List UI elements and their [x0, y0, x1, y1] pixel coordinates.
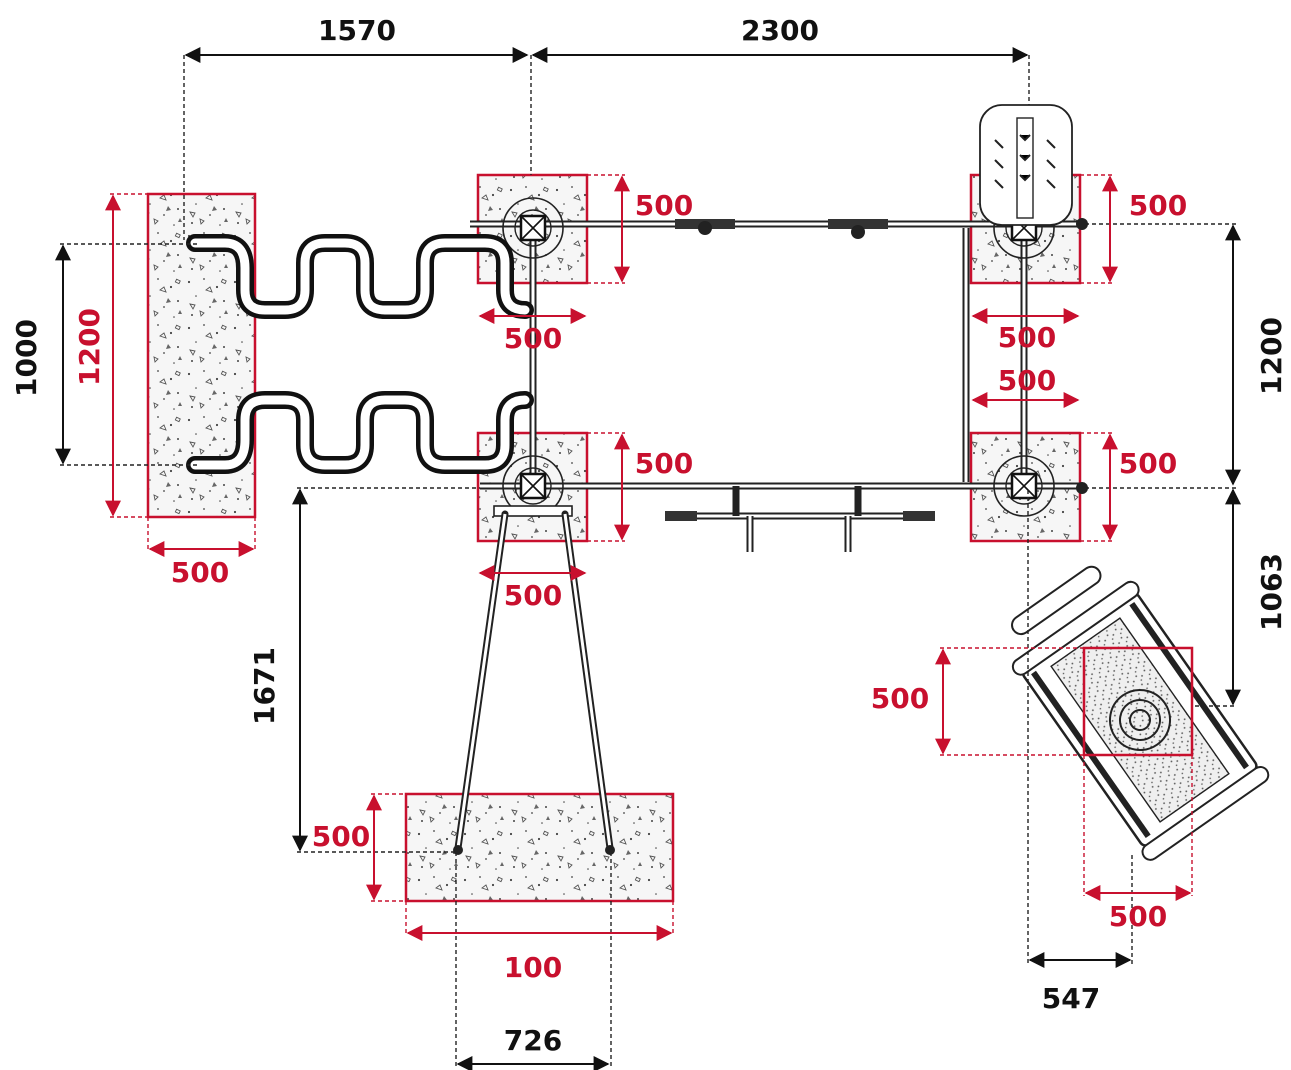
wavy-ladder-upper: [186, 234, 534, 319]
dim-red-500-tl-w: 500: [504, 322, 562, 355]
dim-1671: 1671: [248, 647, 281, 725]
slide-chute: [979, 104, 1073, 226]
dim-lines-black: [55, 47, 1241, 1070]
dim-red-500-swing-h: 500: [312, 820, 370, 853]
dim-red-500-bl-w: 500: [504, 579, 562, 612]
dim-red-500-tr-h: 500: [1129, 189, 1187, 222]
dim-1570: 1570: [318, 14, 396, 47]
dim-red-500-br-w: 500: [998, 364, 1056, 397]
frame-right-upright: [962, 228, 1028, 482]
dim-red-500-left-block: 500: [171, 556, 229, 589]
dim-red-500-rot-h: 500: [871, 682, 929, 715]
wavy-ladder-lower: [186, 391, 534, 474]
dim-red-500-tr-w: 500: [998, 321, 1056, 354]
dim-red-500-bl-h: 500: [635, 447, 693, 480]
foundation-swing-block: [404, 792, 675, 903]
rail-fittings: [675, 218, 1088, 494]
dim-red-500-br-h: 500: [1119, 447, 1177, 480]
post-hub-top-left: [502, 197, 564, 259]
dim-1200-right: 1200: [1255, 317, 1288, 395]
dim-726: 726: [504, 1024, 562, 1057]
post-hub-bottom-right: [993, 455, 1055, 517]
fitness-bars: [665, 486, 935, 552]
dim-1063: 1063: [1255, 553, 1288, 631]
dim-1000: 1000: [10, 319, 43, 397]
dim-547: 547: [1042, 982, 1100, 1015]
foundation-rotating-block: [1082, 646, 1194, 757]
dim-red-500-tl-h: 500: [635, 189, 693, 222]
dim-red-1200-left: 1200: [73, 308, 106, 386]
dim-red-500-rot-w: 500: [1109, 900, 1167, 933]
dim-lines-red: [105, 174, 1193, 941]
rotating-element: [1011, 565, 1270, 861]
dim-2300: 2300: [741, 14, 819, 47]
dim-red-100-swing-w: 100: [504, 951, 562, 984]
